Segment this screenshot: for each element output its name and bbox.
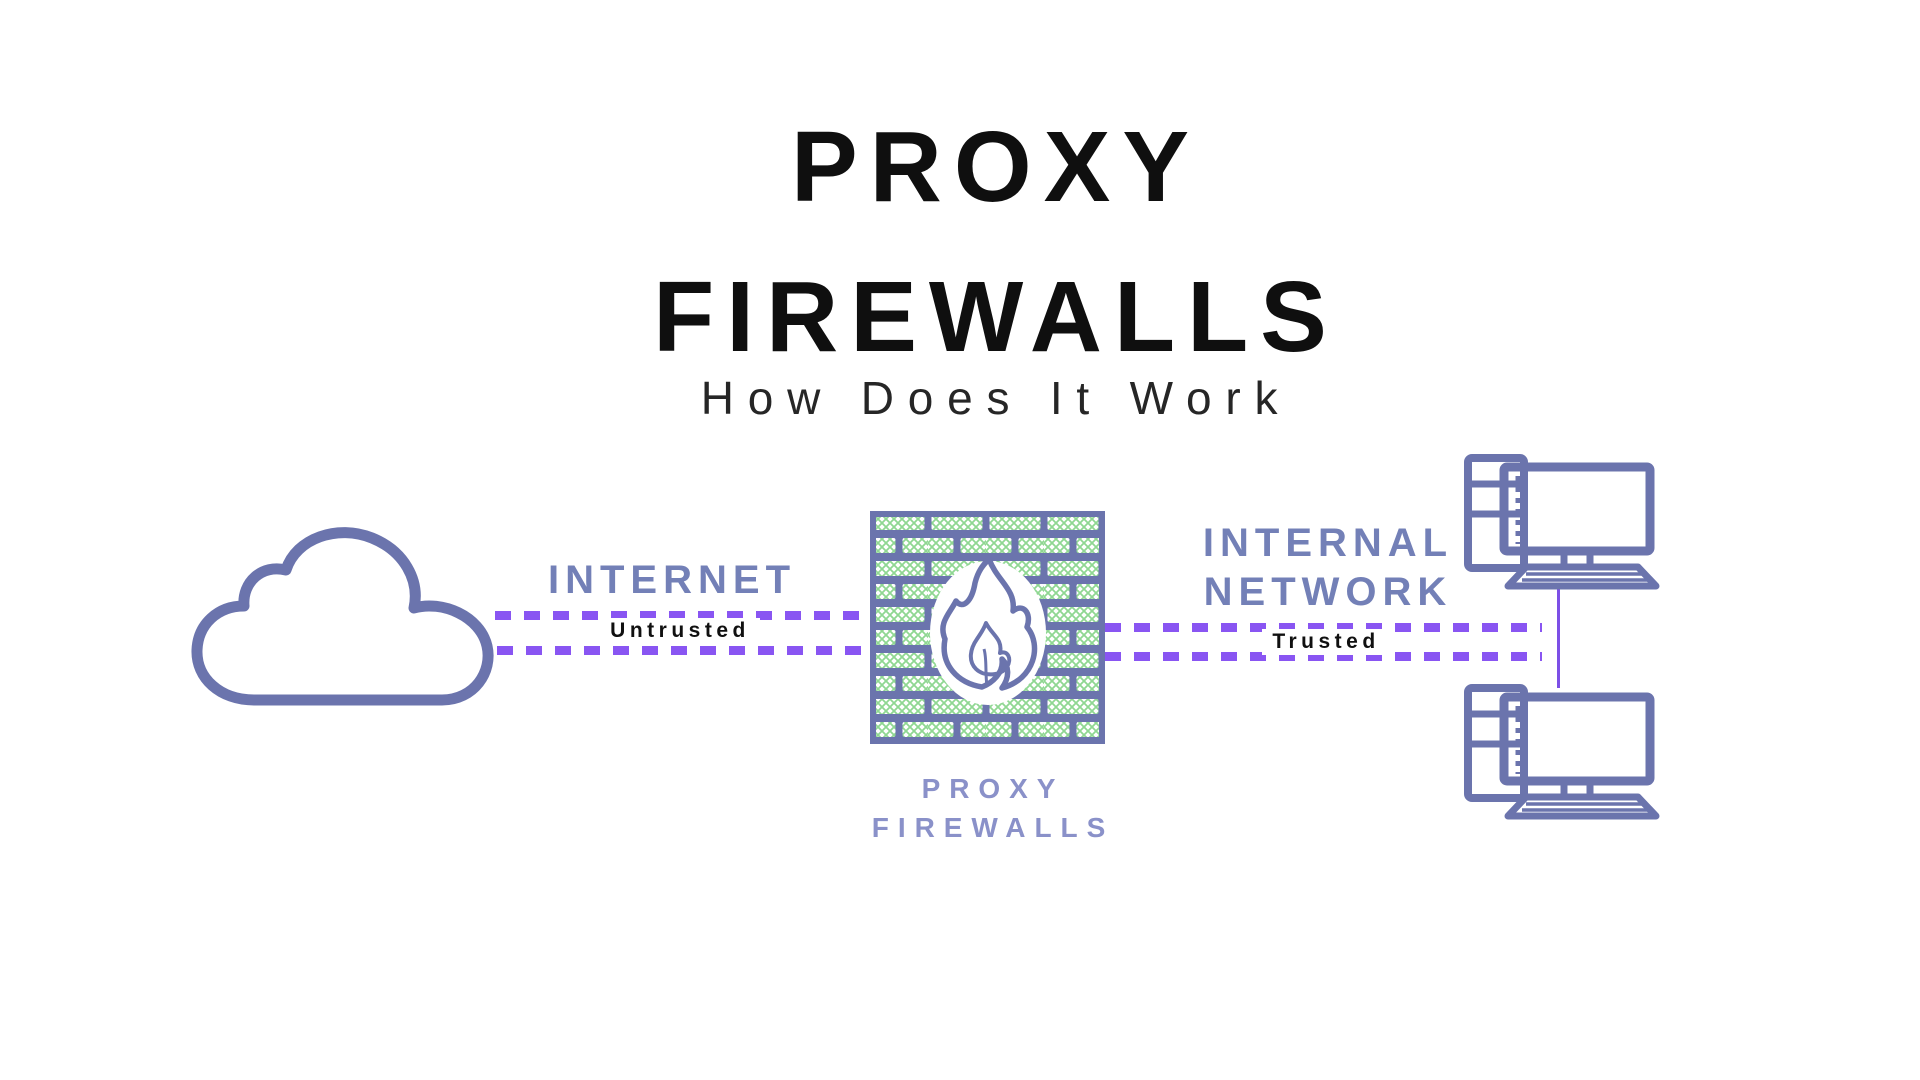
proxy-firewall-label: PROXY FIREWALLS: [843, 769, 1143, 847]
untrusted-dashed-line-top: [495, 611, 872, 620]
proxy-firewall-label-line1: PROXY: [921, 773, 1065, 804]
page-title-line2: FIREWALLS: [653, 261, 1339, 373]
cloud-icon: [191, 527, 494, 706]
untrusted-caption: Untrusted: [530, 618, 830, 644]
internal-computer-bottom: [1460, 684, 1660, 824]
desktop-computer-icon: [1464, 684, 1660, 820]
trusted-dashed-line-bottom: [1105, 652, 1542, 661]
untrusted-dashed-line-bottom: [497, 646, 872, 655]
proxy-firewall: [870, 511, 1105, 744]
internal-network-label-line2: NETWORK: [1203, 570, 1453, 614]
trusted-caption: Trusted: [1176, 629, 1476, 655]
desktop-computer-icon: [1464, 454, 1660, 590]
proxy-firewall-label-line2: FIREWALLS: [871, 812, 1115, 843]
internal-computer-top: [1460, 454, 1660, 594]
page-title-line1: PROXY: [790, 111, 1202, 223]
internet-cloud: [184, 522, 514, 712]
page-title: PROXY FIREWALLS: [396, 92, 1596, 392]
internet-zone-label: INTERNET: [548, 558, 796, 602]
firewall-brick-wall-flame-icon: [870, 511, 1105, 744]
internal-network-label-line1: INTERNAL: [1202, 521, 1454, 565]
internal-network-label: INTERNAL NETWORK: [1128, 519, 1528, 617]
page-subtitle: How Does It Work: [700, 372, 1292, 424]
trusted-dashed-line-top: [1105, 623, 1542, 632]
computer-connector-line: [1557, 589, 1560, 688]
